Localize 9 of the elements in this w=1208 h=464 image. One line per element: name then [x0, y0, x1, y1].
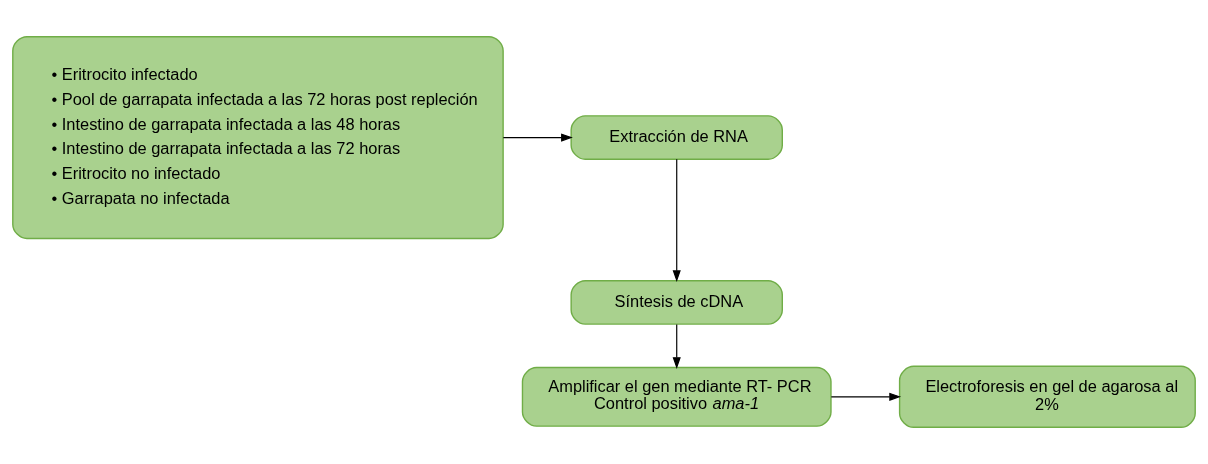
node-box: • Eritrocito infectado • Pool de garrapata infectada a las 72 horas post repleción • Intestino de garrapata infectada a las 48 horas • Intestino de garrapata infectada a las 72 horas • Eritrocito no infectado • Garrapata no infectada	[12, 36, 504, 240]
arrow	[830, 392, 901, 401]
arrow	[672, 158, 681, 283]
node-box: Amplificar el gen mediante RT- PCR Control positivo ama-1	[521, 366, 832, 427]
arrow	[672, 323, 681, 369]
node-box: Síntesis de cDNA	[570, 279, 783, 325]
node-box: Electroforesis en gel de agarosa al 2%	[898, 365, 1196, 428]
arrow	[502, 133, 573, 142]
node-box: Extracción de RNA	[570, 115, 783, 160]
